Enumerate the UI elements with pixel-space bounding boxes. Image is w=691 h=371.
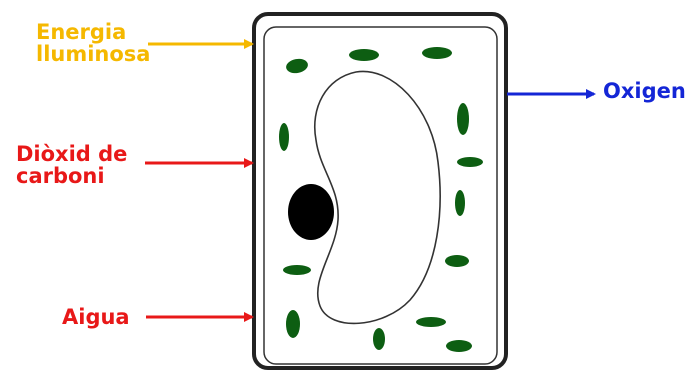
chloroplast: [349, 49, 379, 61]
chloroplast: [455, 190, 465, 216]
chloroplast: [279, 123, 289, 151]
chloroplast: [373, 328, 385, 350]
chloroplast: [286, 310, 300, 338]
chloroplast: [446, 340, 472, 352]
energy-label: Energia lluminosa: [36, 21, 166, 65]
chloroplast: [457, 103, 469, 135]
water-label: Aigua: [62, 306, 130, 328]
oxygen-label: Oxigen: [603, 80, 686, 102]
nucleus: [288, 184, 334, 240]
chloroplast: [416, 317, 446, 327]
co2-label: Diòxid de carboni: [16, 143, 146, 187]
chloroplast: [283, 265, 311, 275]
chloroplast: [445, 255, 469, 267]
chloroplast: [422, 47, 452, 59]
chloroplast: [457, 157, 483, 167]
